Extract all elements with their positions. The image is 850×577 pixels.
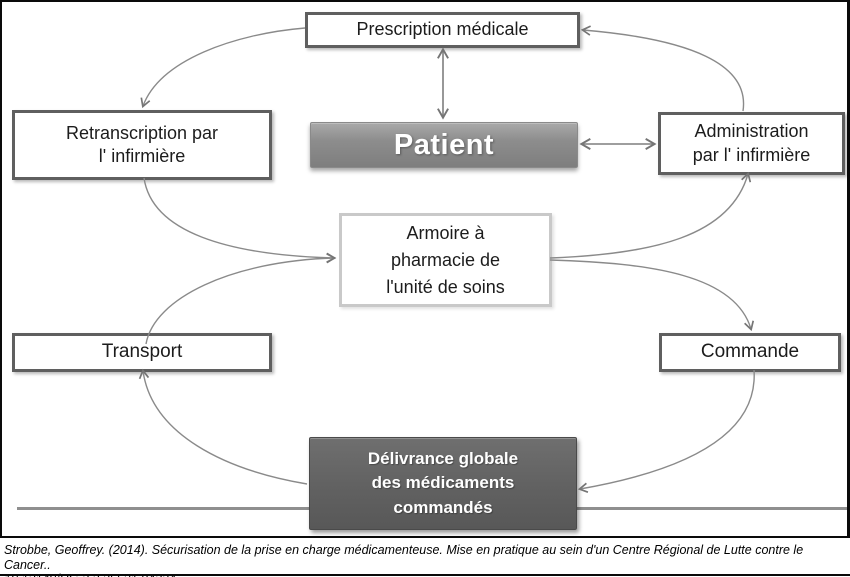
arrow-armoire-to-commande-curve: [549, 259, 755, 332]
node-commande: Commande: [659, 333, 841, 372]
node-retranscription-infirmiere: Retranscription par l' infirmière: [12, 110, 272, 180]
bottom-rule: [0, 574, 850, 576]
diagram-frame: Prescription médicale Retranscription pa…: [0, 0, 850, 538]
citation: Strobbe, Geoffrey. (2014). Sécurisation …: [4, 543, 846, 577]
node-administration-infirmiere: Administration par l' infirmière: [658, 112, 845, 175]
node-armoire-pharmacie: Armoire à pharmacie de l'unité de soins: [339, 213, 552, 307]
node-retranscription-label: Retranscription par l' infirmière: [65, 122, 219, 166]
arrow-retranscription-to-armoire-curve: [143, 177, 337, 264]
node-commande-label: Commande: [700, 341, 800, 363]
node-patient: Patient: [310, 122, 578, 168]
node-delivrance-globale: Délivrance globale des médicaments comma…: [309, 437, 577, 530]
arrow-administration-to-prescription-curve: [580, 25, 745, 112]
node-prescription-label: Prescription médicale: [356, 19, 529, 40]
arrow-commande-to-delivrance-curve: [577, 369, 755, 493]
node-transport: Transport: [12, 333, 272, 372]
node-transport-label: Transport: [101, 341, 183, 363]
arrow-armoire-to-administration-curve: [549, 171, 752, 259]
node-armoire-label: Armoire à pharmacie de l'unité de soins: [386, 222, 505, 297]
arrow-transport-to-armoire-curve: [145, 252, 337, 345]
node-patient-label: Patient: [393, 128, 495, 161]
arrow-delivrance-to-transport-curve: [138, 368, 308, 485]
node-delivrance-label: Délivrance globale des médicaments comma…: [367, 448, 519, 517]
node-prescription-medicale: Prescription médicale: [305, 12, 580, 48]
arrow-prescription-to-retranscription-curve: [140, 27, 306, 109]
node-administration-label: Administration par l' infirmière: [692, 121, 811, 165]
citation-line1: Strobbe, Geoffrey. (2014). Sécurisation …: [4, 543, 804, 572]
